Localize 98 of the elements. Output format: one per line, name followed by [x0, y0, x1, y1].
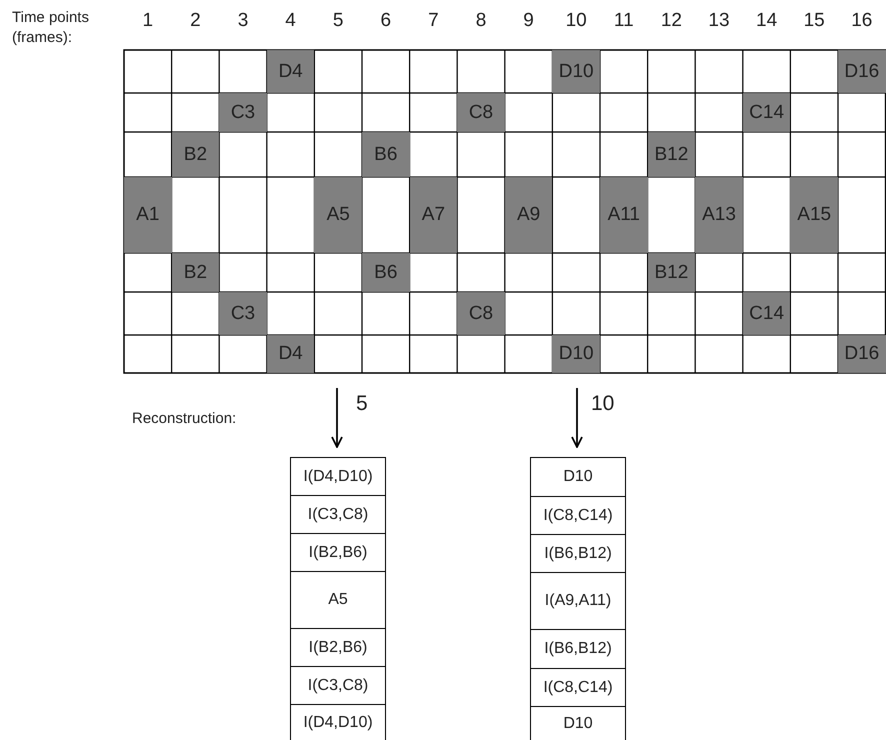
time-point-number: 9 [523, 10, 534, 32]
cell-label: I(C3,C8) [308, 506, 368, 524]
cell-label: B12 [654, 144, 688, 166]
shaded-frame-cell [219, 292, 267, 335]
reconstruction-cell [530, 496, 626, 534]
shaded-frame-cell [742, 292, 790, 335]
shaded-frame-cell [362, 253, 410, 292]
axis-title: Time points (frames): [12, 8, 90, 48]
shaded-frame-cell [648, 253, 696, 292]
cell-label: I(C8,C14) [543, 506, 613, 524]
shaded-frame-cell [362, 132, 410, 177]
cell-label: C3 [230, 302, 256, 324]
shaded-frame-cell [838, 335, 886, 373]
cell-label: B2 [184, 144, 208, 166]
reconstruction-cell [290, 704, 386, 740]
time-point-number: 11 [614, 10, 634, 32]
reconstruction-cell [290, 495, 386, 533]
shaded-frame-cell [600, 177, 648, 253]
cell-label: I(B2,B6) [308, 638, 368, 656]
reconstruction-cell [530, 629, 626, 668]
cell-label: C8 [468, 102, 494, 124]
cell-label: D10 [563, 714, 593, 732]
shaded-frame-cell [314, 177, 362, 253]
cell-label: B6 [374, 144, 398, 166]
section-label: Reconstruction: [132, 410, 236, 427]
cell-label: D10 [558, 343, 594, 365]
shaded-frame-cell [124, 177, 172, 253]
cell-label: A1 [136, 204, 160, 226]
shaded-frame-cell [742, 93, 790, 132]
shaded-frame-cell [457, 93, 505, 132]
time-point-number: 4 [285, 10, 296, 32]
cell-label: I(D4,D10) [303, 468, 373, 486]
cell-label: I(B6,B12) [544, 544, 612, 562]
reconstruction-cell [530, 668, 626, 706]
time-point-number: 12 [660, 10, 682, 32]
cell-label: A5 [328, 591, 348, 609]
time-point-number: 7 [428, 10, 439, 32]
reconstruction-cell [290, 666, 386, 704]
time-point-number: 6 [380, 10, 392, 32]
cell-label: D10 [563, 468, 593, 486]
cell-label: D4 [278, 343, 303, 365]
shaded-frame-cell [172, 253, 220, 292]
shaded-frame-cell [790, 177, 838, 253]
shaded-frame-cell [838, 50, 886, 93]
cell-label: C3 [230, 102, 256, 124]
shaded-frame-cell [219, 93, 267, 132]
time-point-number: 10 [566, 10, 587, 32]
cell-label: A9 [516, 204, 540, 226]
reconstruction-cell [290, 533, 386, 571]
reconstruction-cell [290, 457, 386, 495]
arrow [331, 388, 343, 448]
cell-label: D16 [844, 60, 880, 82]
cell-label: D16 [844, 343, 880, 365]
shaded-frame-cell [695, 177, 743, 253]
time-point-number: 8 [476, 10, 486, 32]
time-point-number: 3 [238, 10, 248, 32]
reconstruction-cell [530, 706, 626, 740]
time-point-number: 5 [332, 10, 344, 32]
time-point-number: 2 [190, 10, 201, 32]
cell-label: B2 [184, 262, 208, 284]
cell-label: B12 [654, 262, 688, 284]
reconstruction-cell [530, 457, 626, 496]
reconstruction-cell [290, 628, 386, 666]
reconstruction-cell [530, 534, 626, 572]
cell-label: C14 [749, 102, 784, 124]
shaded-frame-cell [457, 292, 505, 335]
cell-label: A7 [422, 204, 446, 226]
time-point-number: 14 [756, 10, 778, 32]
shaded-frame-cell [172, 132, 220, 177]
cell-label: D10 [558, 60, 594, 82]
cell-label: A5 [326, 204, 350, 226]
cell-label: D4 [278, 60, 303, 82]
cell-label: B6 [374, 262, 398, 284]
shaded-frame-cell [552, 335, 600, 373]
arrow [571, 388, 583, 448]
shaded-frame-cell [266, 50, 314, 93]
cell-label: I(B6,B12) [544, 640, 612, 658]
time-point-number: 16 [851, 10, 872, 32]
cell-label: I(D4,D10) [303, 714, 373, 732]
cell-label: A15 [797, 204, 832, 226]
reconstruction-cell [530, 572, 626, 629]
shaded-frame-cell [266, 335, 314, 373]
time-point-number: 1 [142, 10, 154, 32]
shaded-frame-cell [504, 177, 552, 253]
cell-label: I(B2,B6) [308, 544, 368, 562]
reconstruction-cell [290, 571, 386, 628]
cell-label: C8 [468, 302, 494, 324]
cell-label: A13 [702, 204, 736, 226]
cell-label: I(A9,A11) [544, 592, 612, 610]
cell-label: I(C8,C14) [543, 678, 613, 696]
time-point-number: 13 [708, 10, 730, 32]
cell-label: I(C3,C8) [308, 676, 368, 694]
shaded-frame-cell [410, 177, 458, 253]
shaded-frame-cell [552, 50, 600, 93]
shaded-frame-cell [648, 132, 696, 177]
time-point-number: 15 [804, 10, 825, 32]
cell-label: C14 [749, 302, 784, 324]
cell-label: A11 [608, 204, 640, 226]
